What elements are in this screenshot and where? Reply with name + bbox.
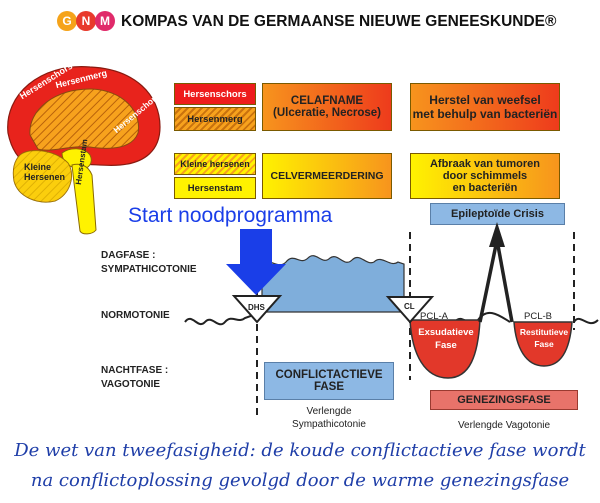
logo-g: G	[57, 11, 77, 31]
footer-line-1: De wet van tweefasigheid: de koude confl…	[14, 440, 586, 461]
logo-m: M	[95, 11, 115, 31]
logo-n: N	[76, 11, 96, 31]
box-celvermeerdering: CELVERMEERDERING	[262, 153, 392, 199]
restitutieve-dip	[513, 321, 573, 367]
box-afbraak: Afbraak van tumoren door schimmels en ba…	[410, 153, 560, 199]
logo-letter-n: N	[81, 14, 91, 28]
start-arrow-head	[226, 264, 286, 295]
page-title: KOMPAS VAN DE GERMAANSE NIEUWE GENEESKUN…	[121, 13, 557, 30]
box-herstel: Herstel van weefsel met behulp van bacte…	[410, 83, 560, 131]
footer-line-2: na conflictoplossing gevolgd door de war…	[30, 470, 570, 491]
crisis-box: Epileptoïde Crisis	[430, 203, 565, 225]
dhs-label: DHS	[248, 303, 265, 312]
legend-cortex: Hersenschors	[174, 83, 256, 105]
crisis-spike	[478, 239, 499, 323]
restitutieve-label: Restitutieve Fase	[519, 327, 569, 349]
legend-cerebellum: Kleine hersenen	[174, 153, 256, 175]
conflict-caption: Verlengde Sympathicotonie	[292, 406, 366, 430]
conflict-phase-area	[261, 255, 405, 313]
healing-phase-box: GENEZINGSFASE	[430, 390, 578, 410]
healing-caption: Verlengde Vagotonie	[457, 420, 551, 431]
dhs-triangle	[231, 295, 283, 324]
legend-medulla: Hersenmerg	[174, 107, 256, 131]
start-arrow-shaft	[240, 229, 272, 269]
normotonie-label: NORMOTONIE	[101, 310, 170, 321]
exsudatieve-label: Exsudatieve Fase	[418, 327, 474, 351]
cl-label: CL	[404, 302, 415, 311]
brain-illustration	[7, 66, 161, 235]
logo-letter-g: G	[62, 14, 72, 28]
conflict-phase-box: CONFLICTACTIEVE FASE	[264, 362, 394, 400]
cl-triangle	[385, 296, 435, 324]
logo-letter-m: M	[100, 14, 110, 28]
crisis-arrowhead	[489, 222, 505, 247]
legend-medulla-label: Hersenmerg	[187, 113, 243, 125]
legend-brainstem: Hersenstam	[174, 177, 256, 199]
pcl-a-label: PCL-A	[420, 311, 448, 322]
dagfase-label: DAGFASE : SYMPATHICOTONIE	[101, 250, 197, 275]
start-label: Start noodprogramma	[128, 204, 333, 227]
nachtfase-label: NACHTFASE : VAGOTONIE	[101, 365, 169, 390]
crisis-spike-down	[495, 239, 514, 323]
pcl-b-label: PCL-B	[524, 311, 552, 322]
brain-label-cerebellum: Kleine Hersenen	[24, 162, 66, 182]
box-celafname: CELAFNAME (Ulceratie, Necrose)	[262, 83, 392, 131]
exsudatieve-dip	[409, 319, 481, 379]
